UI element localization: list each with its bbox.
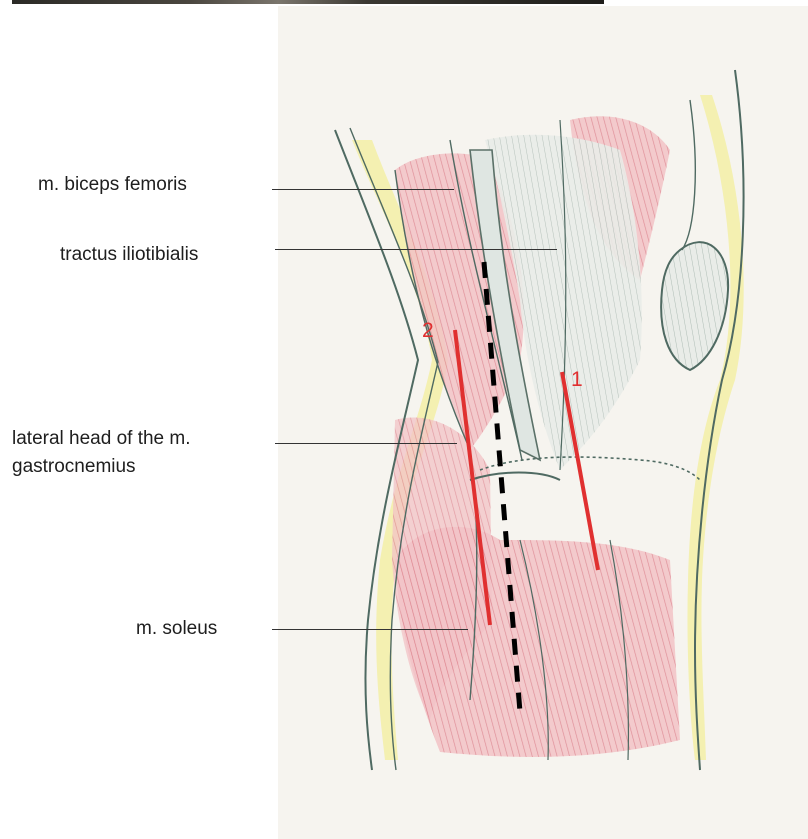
label-gastrocnemius-line1: lateral head of the m. [12, 427, 191, 451]
incision-number-2: 2 [422, 319, 434, 343]
label-gastrocnemius-line2: gastrocnemius [12, 455, 136, 479]
outline-right-2 [682, 100, 695, 250]
leader-tractus-iliotibialis [275, 249, 557, 250]
label-biceps-femoris: m. biceps femoris [38, 173, 187, 197]
leader-biceps-femoris [272, 189, 454, 190]
label-soleus: m. soleus [136, 617, 217, 641]
incision-number-1: 1 [571, 368, 583, 392]
patella [661, 242, 728, 370]
label-tractus-iliotibialis: tractus iliotibialis [60, 243, 198, 267]
leader-soleus [272, 629, 468, 630]
joint-line [480, 457, 700, 480]
leader-gastrocnemius [275, 443, 457, 444]
